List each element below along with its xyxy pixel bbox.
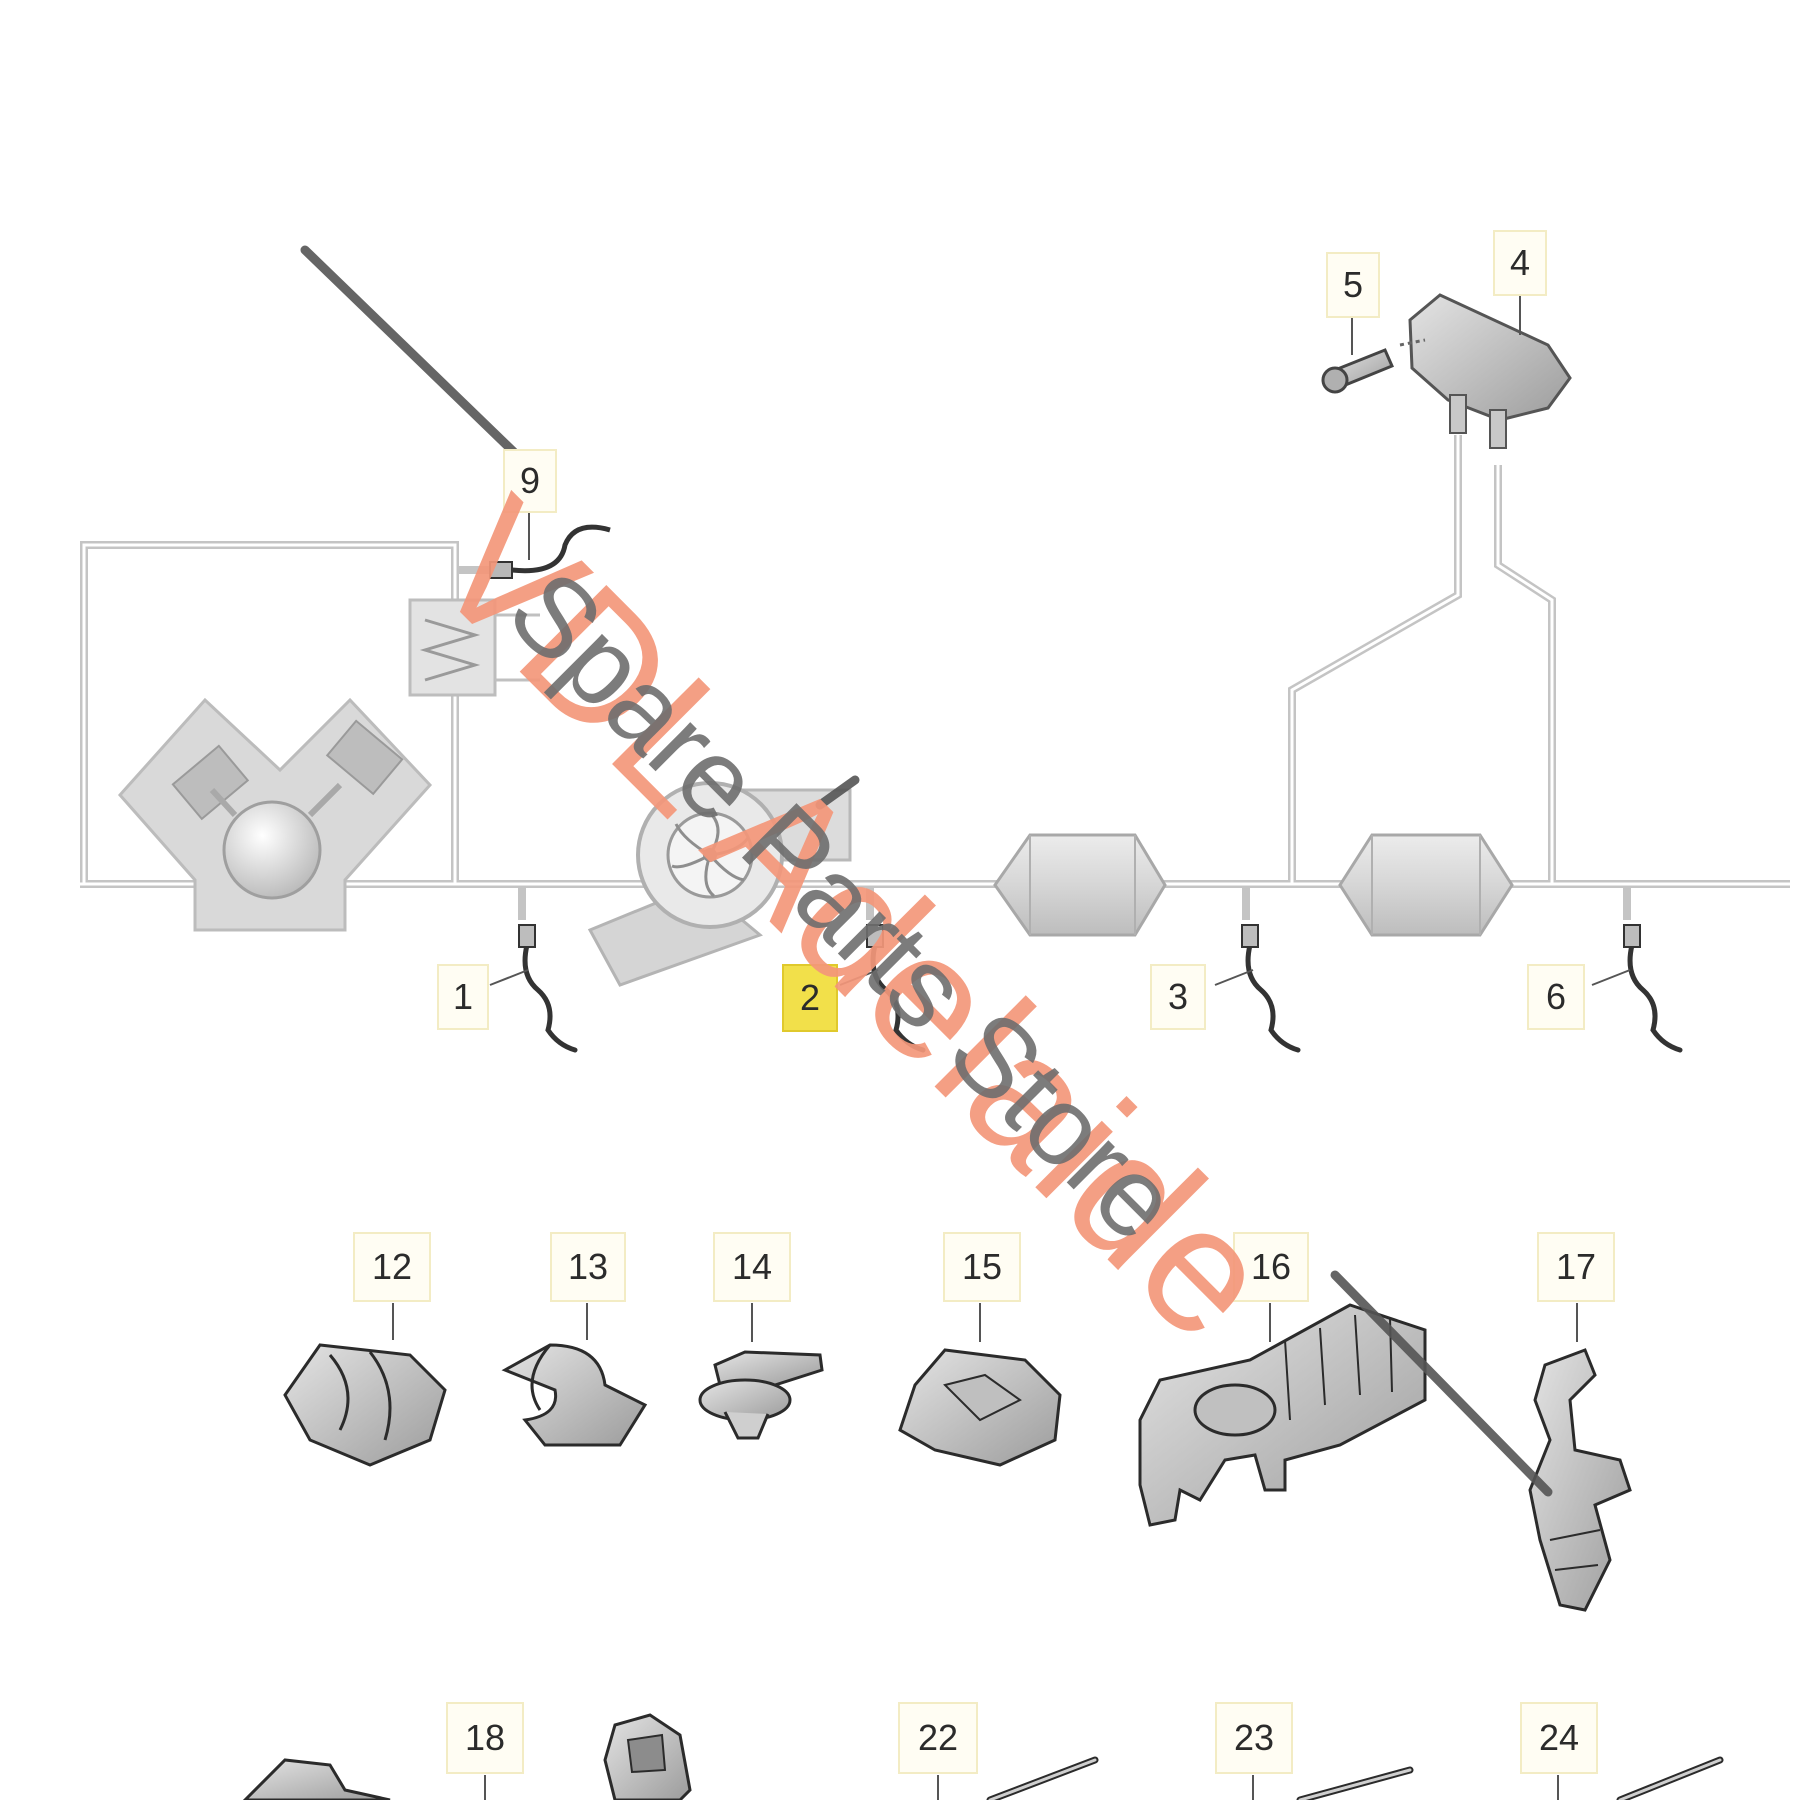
callout-1: 1	[437, 964, 489, 1030]
callout-18: 18	[446, 1702, 524, 1774]
cable-ties-fill	[988, 1758, 1722, 1802]
callout-4: 4	[1493, 230, 1547, 296]
watermark-strokes	[300, 245, 1553, 1497]
callout-24: 24	[1520, 1702, 1598, 1774]
clip-14	[698, 1350, 824, 1440]
callout-12: 12	[353, 1232, 431, 1302]
callout-17: 17	[1537, 1232, 1615, 1302]
temperature-sensor	[489, 524, 611, 579]
catalytic-converter	[993, 833, 1167, 937]
egr-cooler	[408, 598, 540, 697]
engine-block	[117, 697, 433, 932]
clip-15	[898, 1348, 1062, 1467]
turbocharger	[587, 781, 852, 987]
callout-22: 22	[898, 1702, 978, 1774]
bolt	[1321, 348, 1394, 394]
cable-ties	[986, 1756, 1724, 1804]
sensor-tips	[518, 924, 1641, 948]
callout-23: 23	[1215, 1702, 1293, 1774]
callout-3: 3	[1150, 964, 1206, 1030]
callout-2: 2	[782, 964, 838, 1032]
callout-15: 15	[943, 1232, 1021, 1302]
clip-13	[501, 1343, 648, 1447]
part-18	[241, 1758, 391, 1802]
callout-9: 9	[503, 449, 557, 513]
callout-6: 6	[1527, 964, 1585, 1030]
callout-13: 13	[550, 1232, 626, 1302]
bracket-16	[1138, 1303, 1427, 1527]
connector-part	[603, 1713, 692, 1802]
callout-16: 16	[1233, 1232, 1309, 1302]
pressure-sensor	[1399, 293, 1572, 449]
callout-5: 5	[1326, 252, 1380, 318]
particulate-filter	[1338, 833, 1514, 937]
clip-12	[283, 1343, 447, 1467]
callout-14: 14	[713, 1232, 791, 1302]
clip-17	[1528, 1348, 1632, 1612]
leader-lines	[392, 295, 1631, 1800]
